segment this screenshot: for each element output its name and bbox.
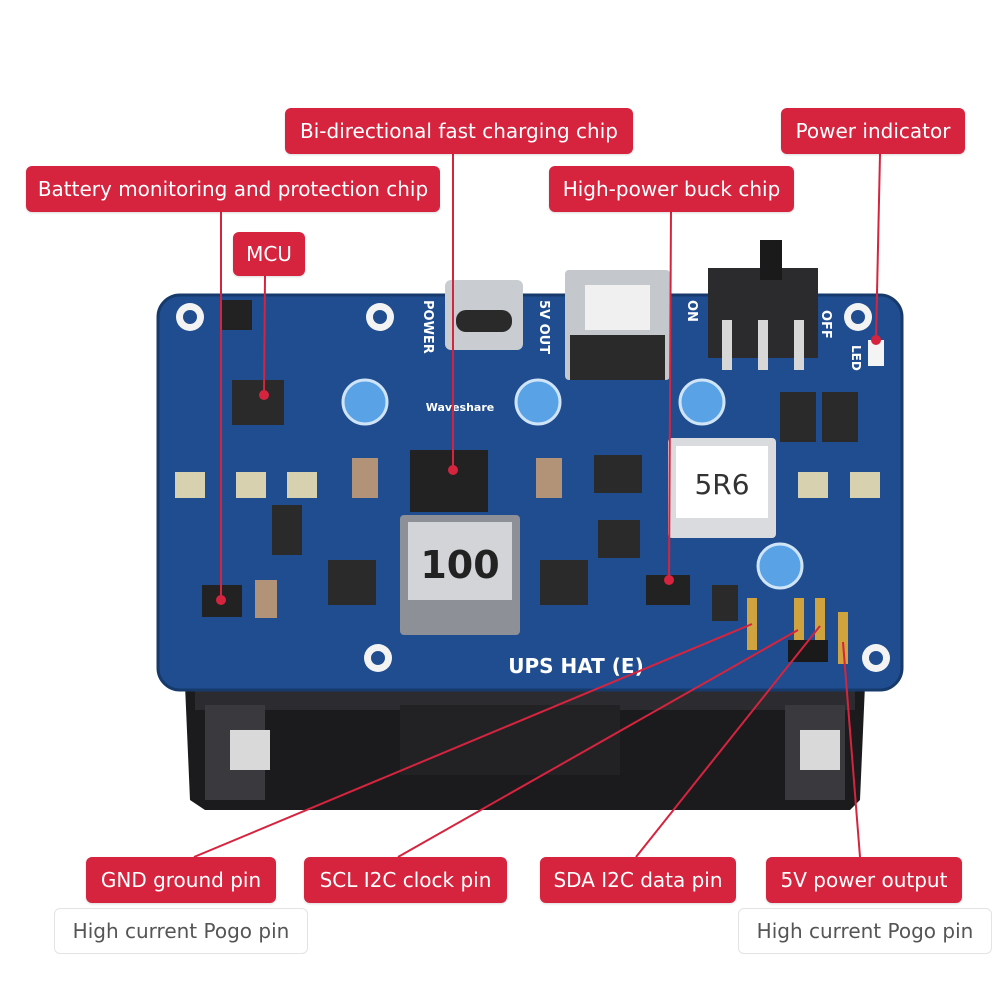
passive-components <box>175 340 884 621</box>
battery-holder <box>185 685 865 810</box>
label-battery-monitoring-chip: Battery monitoring and protection chip <box>26 166 440 212</box>
label-5v-power-output: 5V power output <box>766 857 962 903</box>
usb-c-port <box>445 280 523 350</box>
power-slide-switch <box>708 240 818 370</box>
power-silk: POWER <box>420 300 435 354</box>
led-silk: LED <box>849 345 863 371</box>
note-pogo-pin-right: High current Pogo pin <box>738 908 992 954</box>
brand-text: Waveshare <box>426 401 494 414</box>
note-pogo-pin-left: High current Pogo pin <box>54 908 308 954</box>
leader-lines <box>193 153 881 858</box>
capacitors <box>341 378 804 590</box>
ic-chips <box>202 300 858 617</box>
buck-inductor-marking: 5R6 <box>694 468 749 501</box>
label-bidirectional-charging-chip: Bi-directional fast charging chip <box>285 108 633 154</box>
label-gnd-ground-pin: GND ground pin <box>86 857 276 903</box>
main-inductor-marking: 100 <box>420 543 499 587</box>
label-sda-data-pin: SDA I2C data pin <box>540 857 736 903</box>
main-inductor: 100 <box>400 515 520 635</box>
switch-on-silk: ON <box>684 300 699 322</box>
label-scl-clock-pin: SCL I2C clock pin <box>304 857 507 903</box>
label-high-power-buck-chip: High-power buck chip <box>549 166 794 212</box>
label-mcu: MCU <box>233 232 305 276</box>
label-power-indicator: Power indicator <box>781 108 965 154</box>
usb-a-port <box>565 270 670 380</box>
switch-off-silk: OFF <box>818 310 833 339</box>
5v-out-silk: 5V OUT <box>536 300 551 354</box>
board-title: UPS HAT (E) <box>508 654 643 678</box>
leader-dots <box>216 335 881 605</box>
buck-inductor: 5R6 <box>668 438 776 538</box>
